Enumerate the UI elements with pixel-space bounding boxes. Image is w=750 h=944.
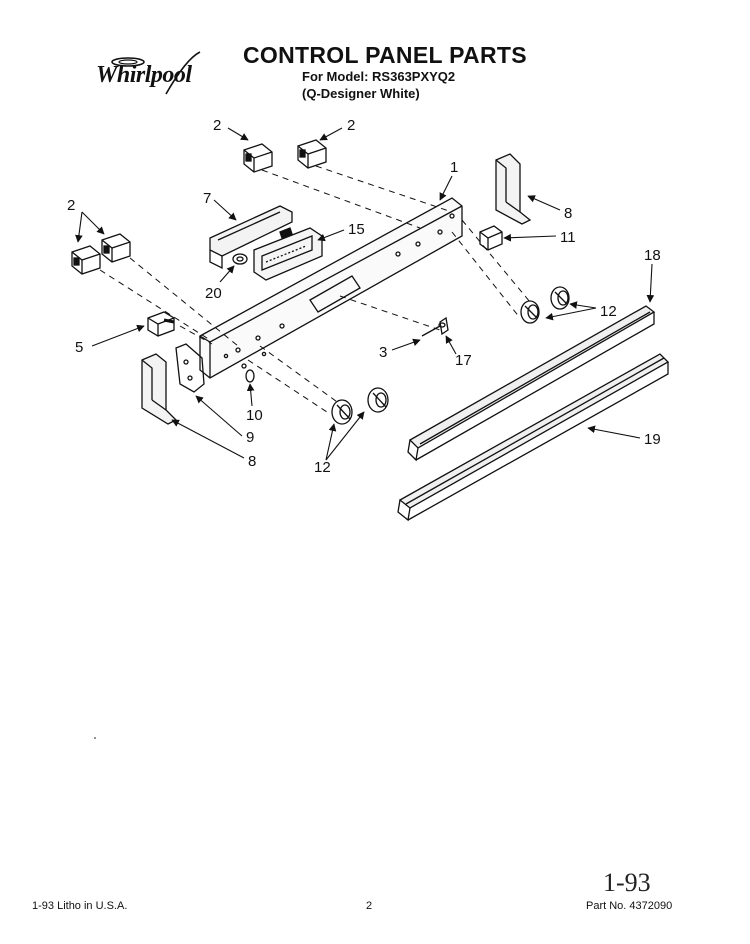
callout-1: 1 xyxy=(450,159,458,176)
page-title: CONTROL PANEL PARTS xyxy=(243,42,527,68)
switch-part-11 xyxy=(479,225,503,251)
end-cap-part-top-right xyxy=(297,139,327,169)
footer-page-number: 2 xyxy=(366,900,373,912)
handwritten-note: 1-93 xyxy=(603,868,651,897)
callout-9: 9 xyxy=(246,429,254,446)
connector-part-5 xyxy=(147,311,175,337)
bezel-part-20 xyxy=(232,253,248,265)
trim-strip-part-18 xyxy=(407,305,656,462)
callout-8-right: 8 xyxy=(564,205,572,222)
footer-litho: 1-93 Litho in U.S.A. xyxy=(32,900,128,912)
end-cap-part-left-b xyxy=(101,233,131,263)
callout-3: 3 xyxy=(379,344,387,361)
callout-19: 19 xyxy=(644,431,661,448)
callout-17: 17 xyxy=(455,352,472,369)
end-cap-part-top-left xyxy=(243,143,273,173)
knob-part-12-c xyxy=(331,399,353,425)
logo-swirl-icon xyxy=(111,51,201,95)
callout-15: 15 xyxy=(348,221,365,238)
callout-11: 11 xyxy=(560,229,576,246)
display-control-part-15 xyxy=(253,227,323,281)
screw-part-3 xyxy=(421,322,446,337)
footer-part-number: Part No. 4372090 xyxy=(586,900,673,912)
callout-12-upper: 12 xyxy=(600,303,617,320)
callout-12-lower: 12 xyxy=(314,459,331,476)
callout-8-left: 8 xyxy=(248,453,256,470)
knob-part-12-a xyxy=(520,300,540,324)
callout-5: 5 xyxy=(75,339,83,356)
brand-name: Whirlpool xyxy=(96,62,192,88)
callout-20: 20 xyxy=(205,285,222,302)
side-bracket-right-part-8 xyxy=(495,153,532,225)
callout-2-top-left: 2 xyxy=(213,117,221,134)
callout-18: 18 xyxy=(644,247,661,264)
callout-2-left: 2 xyxy=(67,197,75,214)
knob-part-12-b xyxy=(550,286,570,310)
knob-part-12-d xyxy=(367,387,389,413)
callout-leaders xyxy=(75,127,655,461)
trim-strip-part-19 xyxy=(397,353,670,522)
bracket-part-7 xyxy=(209,205,293,270)
variant-line: (Q-Designer White) xyxy=(302,86,420,101)
whirlpool-logo: Whirlpool xyxy=(96,50,216,102)
spacer-part-17 xyxy=(439,316,449,336)
callout-10: 10 xyxy=(246,407,263,424)
end-cap-part-left-a xyxy=(71,245,101,275)
callout-2-top-right: 2 xyxy=(347,117,355,134)
side-plate-part-9 xyxy=(175,343,205,393)
side-bracket-left-part-8 xyxy=(141,353,178,425)
control-panel-part xyxy=(199,197,463,379)
callout-7: 7 xyxy=(203,190,211,207)
model-line: For Model: RS363PXYQ2 xyxy=(302,69,456,84)
clip-part-10 xyxy=(245,369,255,383)
